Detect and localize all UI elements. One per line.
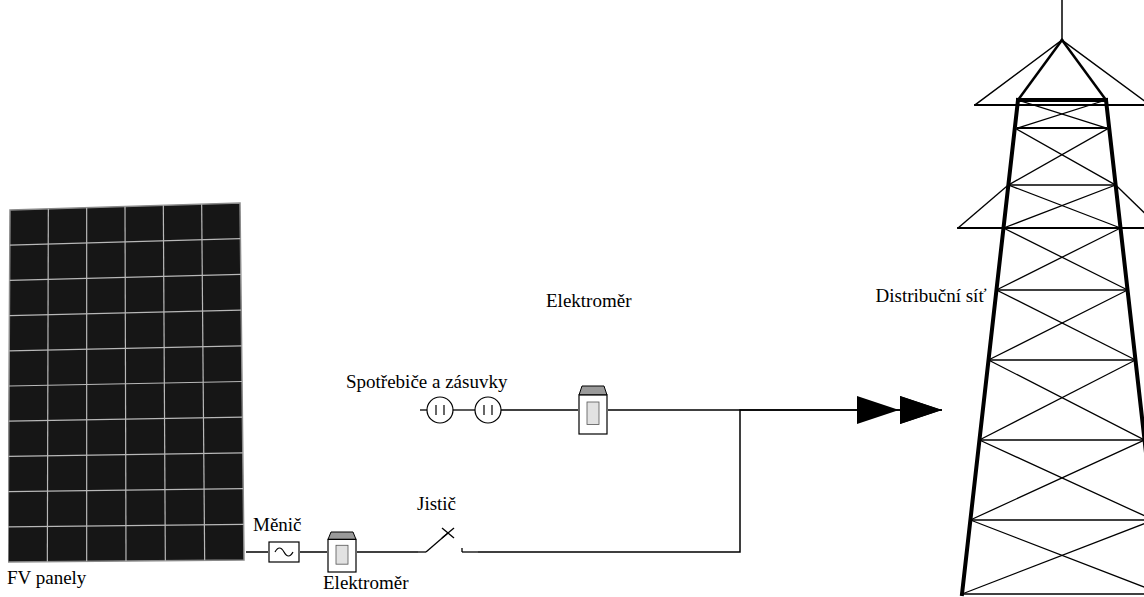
tower-brace (1018, 100, 1106, 128)
meter-symbol: Elektroměr (327, 531, 357, 573)
breaker-symbol: Jistič (418, 527, 478, 561)
meter-symbol-outline (578, 385, 608, 435)
meter-body (328, 539, 356, 572)
transmission-tower: Distribuční síť (942, 0, 1144, 597)
sine-wave (275, 548, 293, 556)
wire-connector (478, 410, 942, 552)
tower-beam (1003, 227, 1120, 228)
pv-panel: FV panely (8, 200, 246, 564)
socket-outline (475, 397, 501, 423)
tower-brace (1003, 228, 1127, 290)
tower-beam (996, 289, 1127, 290)
component-label: FV panely (6, 568, 87, 589)
meter-symbol: Elektroměr (578, 385, 608, 435)
panel-grid (9, 382, 242, 387)
panel-grid (10, 239, 241, 246)
breaker-lead (462, 551, 478, 552)
pv-panel-outline (8, 200, 246, 564)
tower-brace (1008, 128, 1109, 185)
meter-window (587, 402, 599, 425)
tower-crossarm (958, 227, 1144, 229)
tower-brace (970, 440, 1144, 520)
tower-brace (996, 228, 1120, 290)
tower-brace (989, 290, 1128, 360)
tower-beam (1018, 98, 1106, 102)
tower-brace (996, 290, 1135, 360)
breaker-trip (442, 528, 454, 538)
socket-symbols-outline (420, 396, 502, 424)
wire-connector (502, 409, 578, 411)
meter-top (579, 386, 607, 395)
panel-grid (9, 310, 241, 316)
tower-brace (979, 360, 1135, 440)
socket-pin (483, 405, 484, 415)
socket-symbols: Spotřebiče a zásuvky (420, 396, 502, 424)
inverter-symbol: Měnič (268, 541, 300, 563)
tower-beam (1018, 127, 1106, 129)
panel-body (8, 203, 244, 562)
tower-peak (1062, 40, 1106, 100)
component-label: Měnič (252, 515, 303, 536)
wire-connector (608, 409, 942, 411)
tower-brace (1015, 128, 1116, 185)
socket-wire (453, 409, 475, 410)
tower-brace (1003, 185, 1115, 228)
tower-brace (1008, 185, 1120, 228)
tower-beam (989, 359, 1136, 360)
tower-peak (975, 40, 1062, 105)
component-label: Spotřebiče a zásuvky (345, 372, 508, 393)
tower-peak (1062, 40, 1144, 105)
tower-beam (970, 519, 1144, 520)
tower-brace (962, 520, 1144, 594)
breaker-lead (418, 551, 426, 552)
inverter-box (269, 542, 299, 562)
tower-leg (1106, 100, 1144, 594)
tower-brace (1018, 100, 1106, 128)
breaker-symbol-outline (418, 527, 478, 561)
meter-symbol-outline (327, 531, 357, 573)
panel-grid (9, 417, 243, 421)
socket-wire (420, 409, 427, 410)
component-label: Jistič (416, 494, 457, 515)
component-label: Distribuční síť (872, 286, 990, 307)
socket-pin (443, 405, 444, 415)
wire-connector (246, 551, 268, 553)
tower-beam (962, 593, 1144, 594)
meter-top (328, 532, 356, 539)
panel-grid (9, 453, 243, 457)
panel-grid (10, 274, 241, 280)
tower-leg (962, 100, 1018, 594)
panel-grid (9, 346, 241, 351)
tower-crossarm (975, 104, 1144, 106)
tower-beam (1008, 184, 1115, 185)
tower-brace (958, 185, 1008, 228)
wire-connector (357, 551, 418, 553)
inverter-symbol-outline (268, 541, 300, 563)
tower-brace (989, 360, 1144, 440)
tower-beam (979, 439, 1144, 440)
meter-window (336, 545, 348, 564)
socket-outline (427, 397, 453, 423)
wire-connector (300, 551, 327, 553)
component-label: Elektroměr (322, 573, 409, 594)
component-label: Elektroměr (545, 291, 632, 312)
panel-grid (8, 489, 243, 492)
socket-pin (491, 405, 492, 415)
tower-peak (1018, 40, 1062, 100)
tower-mast (1061, 0, 1063, 40)
panel-grid (8, 524, 243, 527)
meter-body (579, 395, 607, 434)
socket-pin (435, 405, 436, 415)
breaker-trip (442, 528, 454, 538)
